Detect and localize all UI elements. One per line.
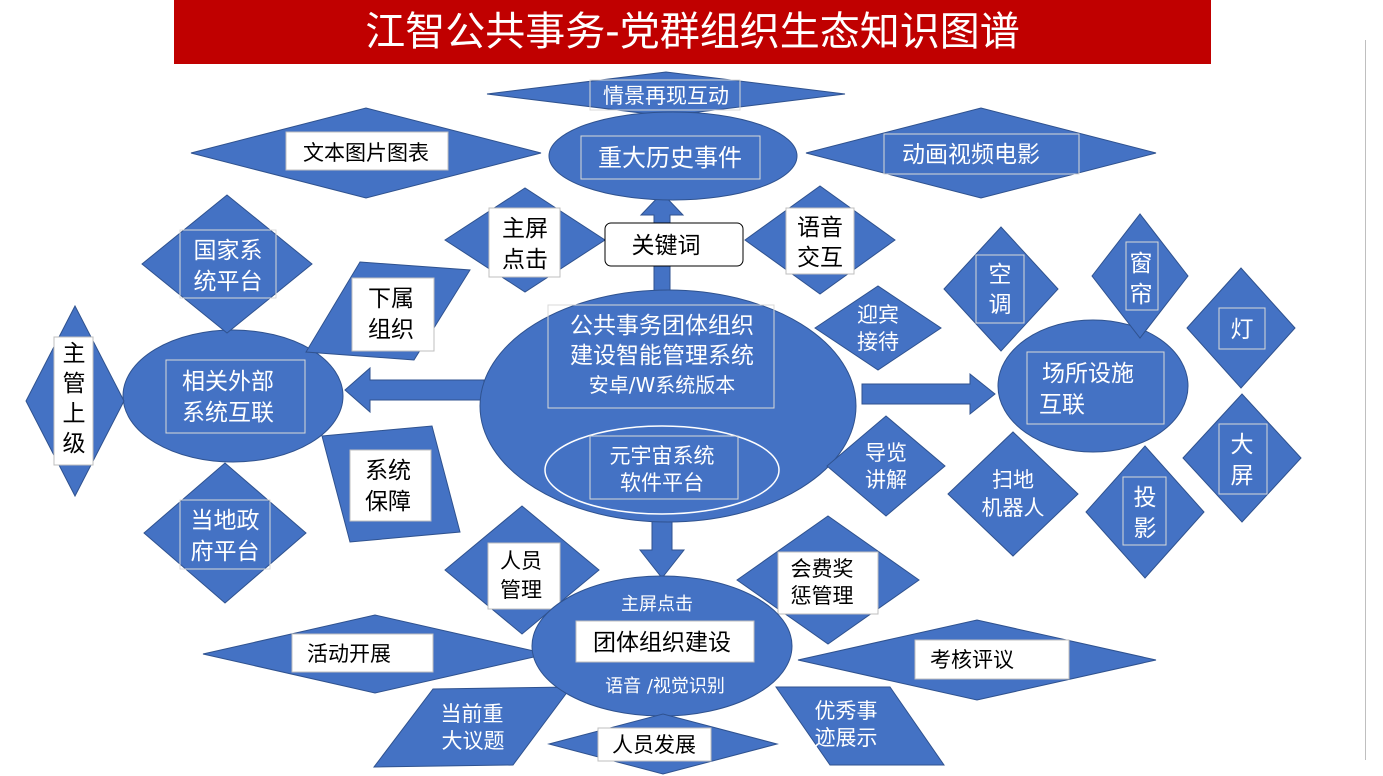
facilities-label-line2: 互联	[1039, 392, 1085, 418]
superior-authority-diamond: 主 管 上 级	[25, 304, 125, 498]
ac-label-line2: 调	[989, 292, 1012, 318]
fees-label-line1: 会费奖	[791, 557, 854, 581]
keyword-box: 关键词	[604, 222, 744, 267]
touch-label-line1: 主屏	[502, 216, 548, 242]
voice-interaction-diamond: 语音 交互	[744, 185, 896, 295]
curtain-diamond: 窗 帘	[1091, 213, 1189, 339]
touch-click-diamond: 主屏 点击	[444, 187, 606, 293]
welcome-label-line1: 迎宾	[857, 303, 899, 327]
screen-label-line1: 大	[1231, 432, 1254, 458]
curtain-label-line1: 窗	[1130, 251, 1153, 277]
touch-label-line2: 点击	[502, 247, 548, 273]
group-touch-label: 主屏点击	[621, 594, 693, 615]
text-media-label: 文本图片图表	[303, 141, 429, 165]
superior-char-2: 管	[63, 371, 86, 397]
assessment-label: 考核评议	[930, 648, 1014, 672]
historical-events-hub: 重大历史事件	[548, 111, 798, 201]
page-edge-line	[1365, 40, 1366, 760]
robot-label-line1: 扫地	[992, 468, 1034, 492]
metaverse-label-line2: 软件平台	[620, 471, 704, 495]
current-issues-parallelogram: 当前重 大议题	[372, 686, 573, 768]
superior-char-4: 级	[63, 431, 86, 457]
screen-label-line2: 屏	[1231, 463, 1254, 489]
group-building-hub: 主屏点击 团体组织建设 语音 /视觉识别	[531, 575, 793, 717]
local-gov-label-line1: 当地政	[191, 508, 260, 534]
national-label-line1: 国家系	[194, 238, 263, 264]
activities-label: 活动开展	[307, 642, 391, 666]
arrow-left	[344, 366, 485, 414]
personnel-development-diamond: 人员发展	[547, 713, 779, 775]
subordinate-label-line1: 下属	[368, 286, 414, 312]
excellent-deeds-parallelogram: 优秀事 迹展示	[775, 686, 945, 766]
welcome-reception-diamond: 迎宾 接待	[814, 285, 942, 371]
arrow-right	[861, 372, 996, 416]
excellent-label-line1: 优秀事	[815, 699, 878, 723]
facilities-label-line1: 场所设施	[1042, 361, 1134, 387]
text-media-diamond: 文本图片图表	[190, 107, 542, 199]
projector-label-line2: 影	[1134, 516, 1157, 542]
historical-events-label: 重大历史事件	[598, 144, 742, 172]
robot-label-line2: 机器人	[982, 496, 1045, 520]
curtain-label-line2: 帘	[1130, 282, 1153, 308]
subordinate-label-line2: 组织	[368, 317, 414, 343]
sweeping-robot-diamond: 扫地 机器人	[947, 431, 1079, 557]
fees-label-line2: 惩管理	[791, 584, 854, 608]
arrow-down	[638, 517, 686, 579]
issues-label-line1: 当前重	[441, 702, 504, 726]
light-label: 灯	[1231, 317, 1254, 343]
personnel-label-line2: 管理	[500, 578, 542, 602]
external-systems-hub: 相关外部 系统互联	[122, 329, 344, 463]
superior-char-1: 主	[63, 341, 86, 367]
national-platform-diamond: 国家系 统平台	[141, 194, 313, 334]
fees-rewards-diamond: 会费奖 惩管理	[736, 515, 920, 645]
assessment-diamond: 考核评议	[797, 619, 1157, 701]
superior-char-3: 上	[63, 401, 86, 427]
local-government-diamond: 当地政 府平台	[143, 462, 307, 604]
scene-reenactment-label: 情景再现互动	[603, 84, 729, 108]
video-label: 动画视频电影	[902, 142, 1040, 168]
projector-diamond: 投 影	[1085, 445, 1205, 579]
metaverse-label-line1: 元宇宙系统	[610, 444, 715, 468]
center-label-line3: 安卓/W系统版本	[589, 373, 736, 397]
metaverse-platform-ellipse: 元宇宙系统 软件平台	[544, 425, 780, 515]
group-building-label: 团体组织建设	[593, 630, 731, 656]
system-guarantee-parallelogram: 系统 保障	[321, 425, 461, 543]
guarantee-label-line1: 系统	[365, 458, 411, 484]
scene-reenactment-diamond: 情景再现互动	[486, 71, 846, 117]
guarantee-label-line2: 保障	[365, 489, 411, 515]
video-diamond: 动画视频电影	[805, 107, 1157, 199]
external-systems-line2: 系统互联	[182, 400, 274, 426]
personnel-label-line1: 人员	[500, 549, 542, 573]
national-label-line2: 统平台	[194, 269, 263, 295]
subordinate-orgs-parallelogram: 下属 组织	[305, 261, 471, 361]
excellent-label-line2: 迹展示	[815, 726, 878, 750]
ac-label-line1: 空	[989, 262, 1012, 288]
voice-label-line1: 语音	[797, 215, 843, 241]
keyword-label: 关键词	[632, 233, 701, 259]
guided-tour-diamond: 导览 讲解	[826, 415, 946, 517]
local-gov-label-line2: 府平台	[191, 539, 260, 565]
large-screen-diamond: 大 屏	[1182, 393, 1302, 523]
page-title: 江智公共事务-党群组织生态知识图谱	[365, 9, 1020, 55]
guide-label-line2: 讲解	[865, 468, 907, 492]
voice-label-line2: 交互	[797, 245, 843, 271]
development-label: 人员发展	[612, 733, 696, 757]
projector-label-line1: 投	[1134, 485, 1157, 511]
center-label-line2: 建设智能管理系统	[570, 343, 754, 369]
facilities-hub: 场所设施 互联	[997, 319, 1189, 453]
group-voice-label: 语音 /视觉识别	[605, 676, 725, 697]
issues-label-line2: 大议题	[442, 729, 505, 753]
light-diamond: 灯	[1186, 267, 1296, 389]
title-banner: 江智公共事务-党群组织生态知识图谱	[174, 0, 1211, 64]
center-label-line1: 公共事务团体组织	[570, 313, 754, 339]
air-conditioning-diamond: 空 调	[943, 226, 1059, 352]
welcome-label-line2: 接待	[857, 330, 899, 354]
external-systems-line1: 相关外部	[182, 369, 274, 395]
guide-label-line1: 导览	[865, 441, 907, 465]
activities-diamond: 活动开展	[202, 614, 548, 694]
